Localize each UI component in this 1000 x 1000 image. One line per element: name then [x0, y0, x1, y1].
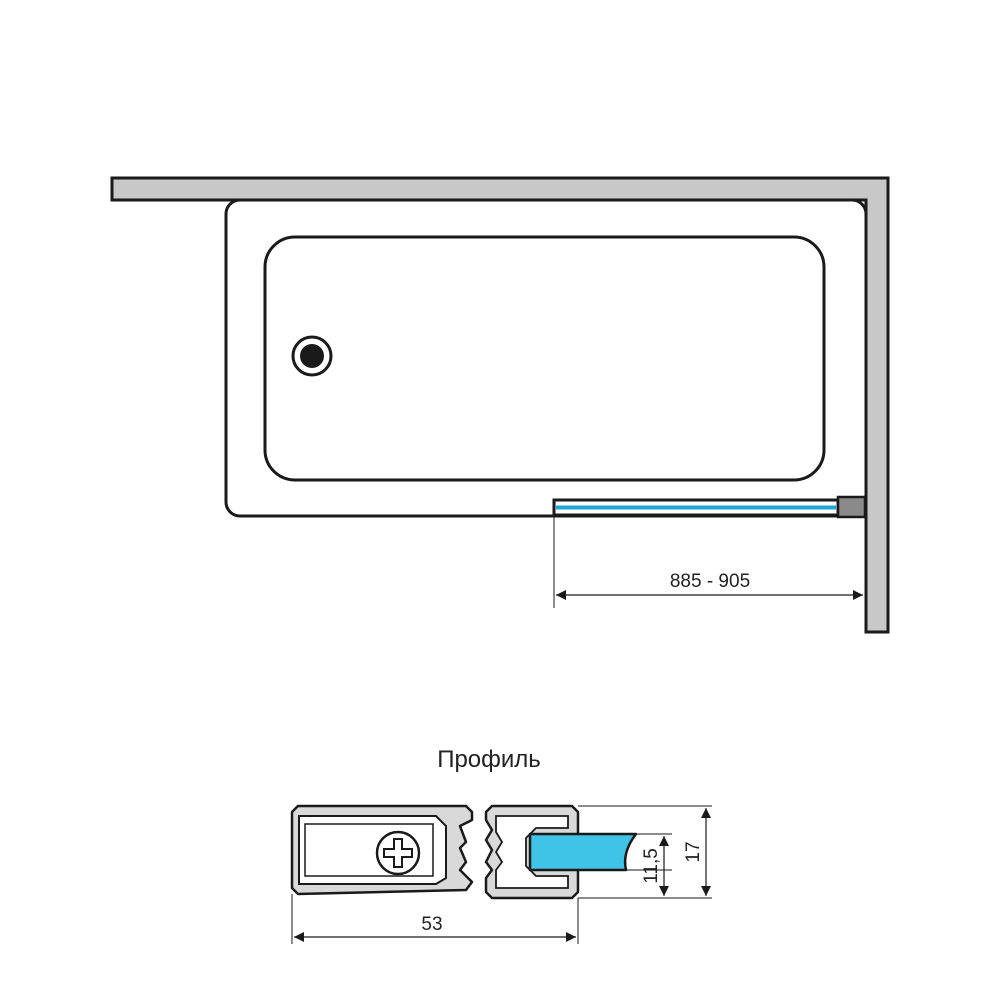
profile-width-label: 53 [421, 914, 442, 935]
glass-height-dimension: 11,5 [641, 836, 669, 896]
plan-width-label: 885 - 905 [670, 571, 750, 592]
plan-width-dimension: 885 - 905 [553, 517, 863, 608]
total-height-dimension: 17 [683, 808, 711, 896]
profile-section: Профиль 11,5 [290, 746, 712, 944]
screw-icon [375, 830, 421, 876]
plan-view: 885 - 905 [110, 176, 890, 634]
bathtub-inner [263, 235, 826, 482]
profile-title: Профиль [437, 746, 541, 773]
glass-panel [552, 498, 840, 517]
profile-width-dimension: 53 [291, 894, 579, 944]
wall-mount-profile [290, 804, 474, 896]
glass-height-label: 11,5 [641, 848, 662, 884]
total-height-label: 17 [683, 841, 704, 862]
drain-icon [291, 335, 333, 377]
wall [110, 176, 890, 634]
profile-glass [528, 832, 638, 872]
wall-profile [836, 495, 867, 519]
